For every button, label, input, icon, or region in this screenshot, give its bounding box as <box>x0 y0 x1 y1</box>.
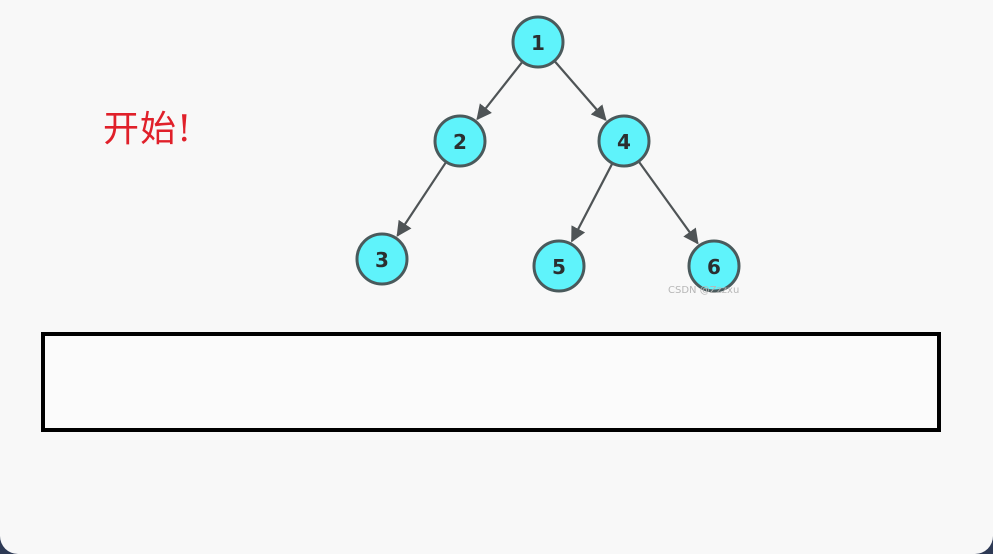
edge-2-3 <box>396 162 447 237</box>
node-label: 5 <box>552 255 566 279</box>
edge-1-4 <box>554 60 607 122</box>
node-label: 1 <box>531 31 545 55</box>
tree-node-4[interactable]: 4 <box>597 114 651 168</box>
node-label: 4 <box>617 130 631 154</box>
node-circle <box>532 239 586 293</box>
tree-nodes: 1 2 4 3 5 6 <box>355 15 741 293</box>
node-circle <box>687 239 741 293</box>
tree-node-3[interactable]: 3 <box>355 232 409 286</box>
start-label[interactable]: 开始! <box>103 109 193 150</box>
result-box <box>41 332 941 432</box>
node-label: 6 <box>707 255 721 279</box>
watermark: CSDN @Zzzxu <box>668 286 740 296</box>
node-circle <box>597 114 651 168</box>
edge-4-6 <box>638 161 699 245</box>
node-circle <box>355 232 409 286</box>
node-label: 2 <box>453 130 467 154</box>
node-circle <box>511 15 565 69</box>
tree-node-2[interactable]: 2 <box>433 114 487 168</box>
tree-node-5[interactable]: 5 <box>532 239 586 293</box>
tree-edges <box>396 60 699 245</box>
node-circle <box>433 114 487 168</box>
tree-node-6[interactable]: 6 <box>687 239 741 293</box>
node-label: 3 <box>375 248 389 272</box>
edge-4-5 <box>570 163 613 243</box>
edge-1-2 <box>476 61 523 121</box>
tree-node-1[interactable]: 1 <box>511 15 565 69</box>
